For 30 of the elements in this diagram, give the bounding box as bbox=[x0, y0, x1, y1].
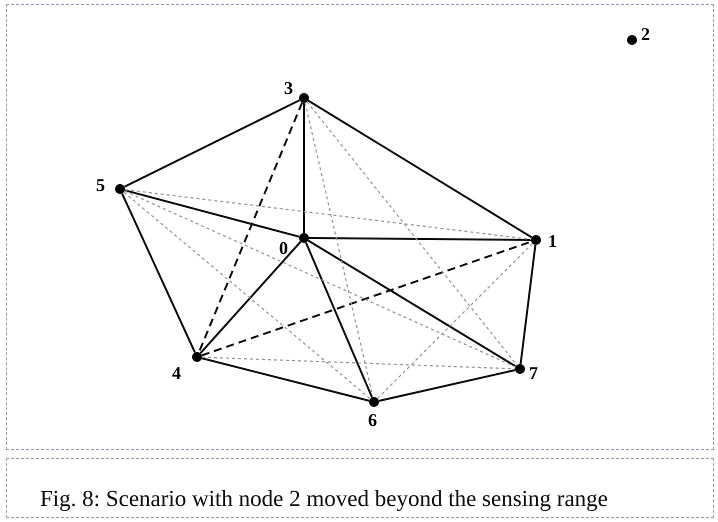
dashed-link-line bbox=[123, 192, 371, 400]
link-line bbox=[308, 240, 516, 368]
link-line bbox=[124, 99, 300, 188]
network-node: 0 bbox=[279, 233, 309, 258]
network-node: 5 bbox=[96, 175, 125, 195]
link-line bbox=[308, 100, 532, 238]
network-node: 6 bbox=[368, 397, 379, 430]
link-line bbox=[202, 357, 370, 402]
dashed-link-line bbox=[124, 190, 516, 368]
link-line bbox=[121, 193, 196, 353]
dashed-link-line bbox=[304, 102, 374, 398]
network-node: 4 bbox=[172, 352, 202, 383]
network-node: 1 bbox=[531, 231, 557, 251]
dashed-link-line bbox=[377, 243, 533, 399]
link-line bbox=[520, 244, 536, 364]
network-node: 7 bbox=[515, 363, 538, 383]
dashed-link-line bbox=[198, 102, 304, 353]
link-line bbox=[303, 103, 305, 233]
link-line bbox=[378, 369, 516, 402]
dashed-link-line bbox=[202, 356, 516, 370]
link-line bbox=[124, 189, 300, 238]
figure-caption: Fig. 8: Scenario with node 2 moved beyond the sensing range bbox=[40, 486, 608, 512]
dashed-link-line bbox=[201, 240, 532, 356]
network-node: 3 bbox=[284, 78, 309, 103]
dashed-link-line bbox=[306, 102, 518, 366]
link-line bbox=[200, 241, 302, 354]
link-line bbox=[305, 242, 373, 398]
link-line bbox=[309, 237, 531, 241]
network-node: 2 bbox=[627, 24, 650, 45]
dashed-link-line bbox=[124, 189, 532, 240]
